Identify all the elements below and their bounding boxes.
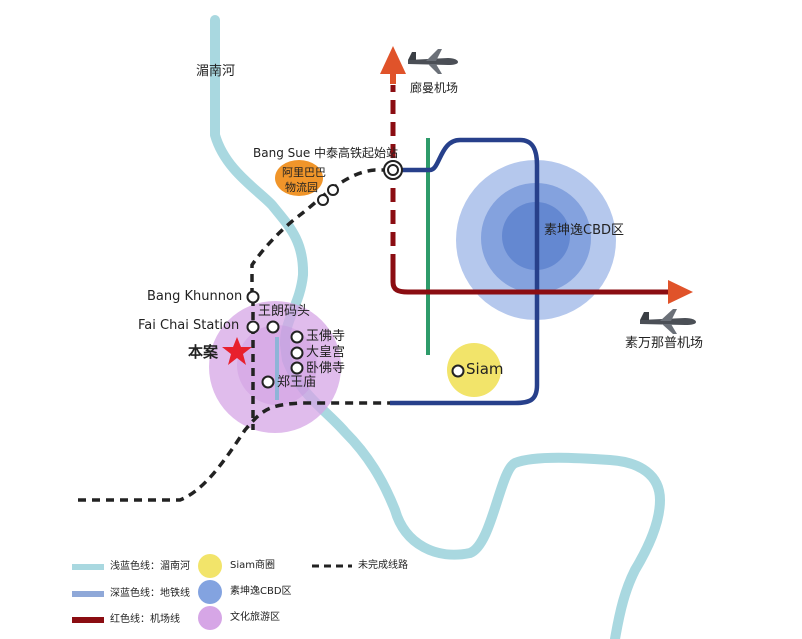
wat-pho-label: 卧佛寺 (306, 361, 346, 376)
bang-sue-label: Bang Sue 中泰高铁起始站 (253, 146, 399, 160)
alibaba-label-line2: 物流园 (285, 181, 318, 194)
arrow-north-shaft (390, 72, 396, 84)
station-siam[interactable] (451, 364, 465, 378)
project-label: 本案 (188, 343, 219, 361)
station-bang-sue-inner (387, 164, 399, 176)
metro-line (390, 137, 540, 406)
station-fai-chai[interactable] (246, 320, 260, 334)
airport-line-solid (390, 268, 675, 295)
station-emerald-buddha[interactable] (290, 330, 304, 344)
arrow-north-icon (380, 46, 406, 74)
legend-cbd-label: 素坤逸CBD区 (230, 586, 292, 597)
river-path (210, 15, 665, 639)
station-wang-lang[interactable] (266, 320, 280, 334)
legend-metro-label: 深蓝色线：地铁线 (110, 588, 190, 599)
siam-label: Siam (466, 360, 504, 378)
alibaba-badge (275, 160, 323, 196)
star-icon (222, 337, 252, 365)
station-bang-khunnon[interactable] (246, 290, 260, 304)
legend-siam-label: Siam商圈 (230, 560, 275, 571)
station-wat-pho[interactable] (290, 361, 304, 375)
river-label: 湄南河 (196, 64, 236, 79)
unfinished-line (78, 401, 390, 502)
station-wat-arun[interactable] (261, 375, 275, 389)
fai-chai-label: Fai Chai Station (138, 318, 240, 333)
airplane-icon (640, 309, 696, 334)
bang-khunnon-label: Bang Khunnon (147, 289, 243, 304)
grand-palace-label: 大皇宫 (306, 345, 346, 360)
wat-arun-label: 郑王庙 (277, 375, 317, 390)
suvarnabhumi-airport-label: 素万那普机场 (625, 336, 704, 351)
legend-airport-label: 红色线：机场线 (110, 614, 180, 625)
airplane-icon (408, 49, 458, 74)
legend-cbd-swatch (198, 580, 222, 604)
station-grand-palace[interactable] (290, 346, 304, 360)
arrow-east-icon (668, 280, 693, 304)
legend-unfinished-label: 未完成线路 (358, 560, 408, 571)
legend-culture-label: 文化旅游区 (230, 612, 280, 623)
station-alibaba-a[interactable] (317, 194, 329, 206)
legend-siam-swatch (198, 554, 222, 578)
don-mueang-airport-label: 廊曼机场 (410, 81, 459, 95)
legend-culture-swatch (198, 606, 222, 630)
wang-lang-label: 王朗码头 (258, 304, 311, 319)
sukhumvit-cbd-label: 素坤逸CBD区 (544, 223, 625, 238)
siam-zone (447, 343, 501, 397)
alibaba-label-line1: 阿里巴巴 (282, 166, 326, 179)
unfinished-line-north (250, 168, 392, 296)
station-alibaba-b[interactable] (327, 184, 339, 196)
emerald-buddha-label: 玉佛寺 (306, 329, 346, 344)
legend-river-label: 浅蓝色线：湄南河 (110, 561, 190, 572)
